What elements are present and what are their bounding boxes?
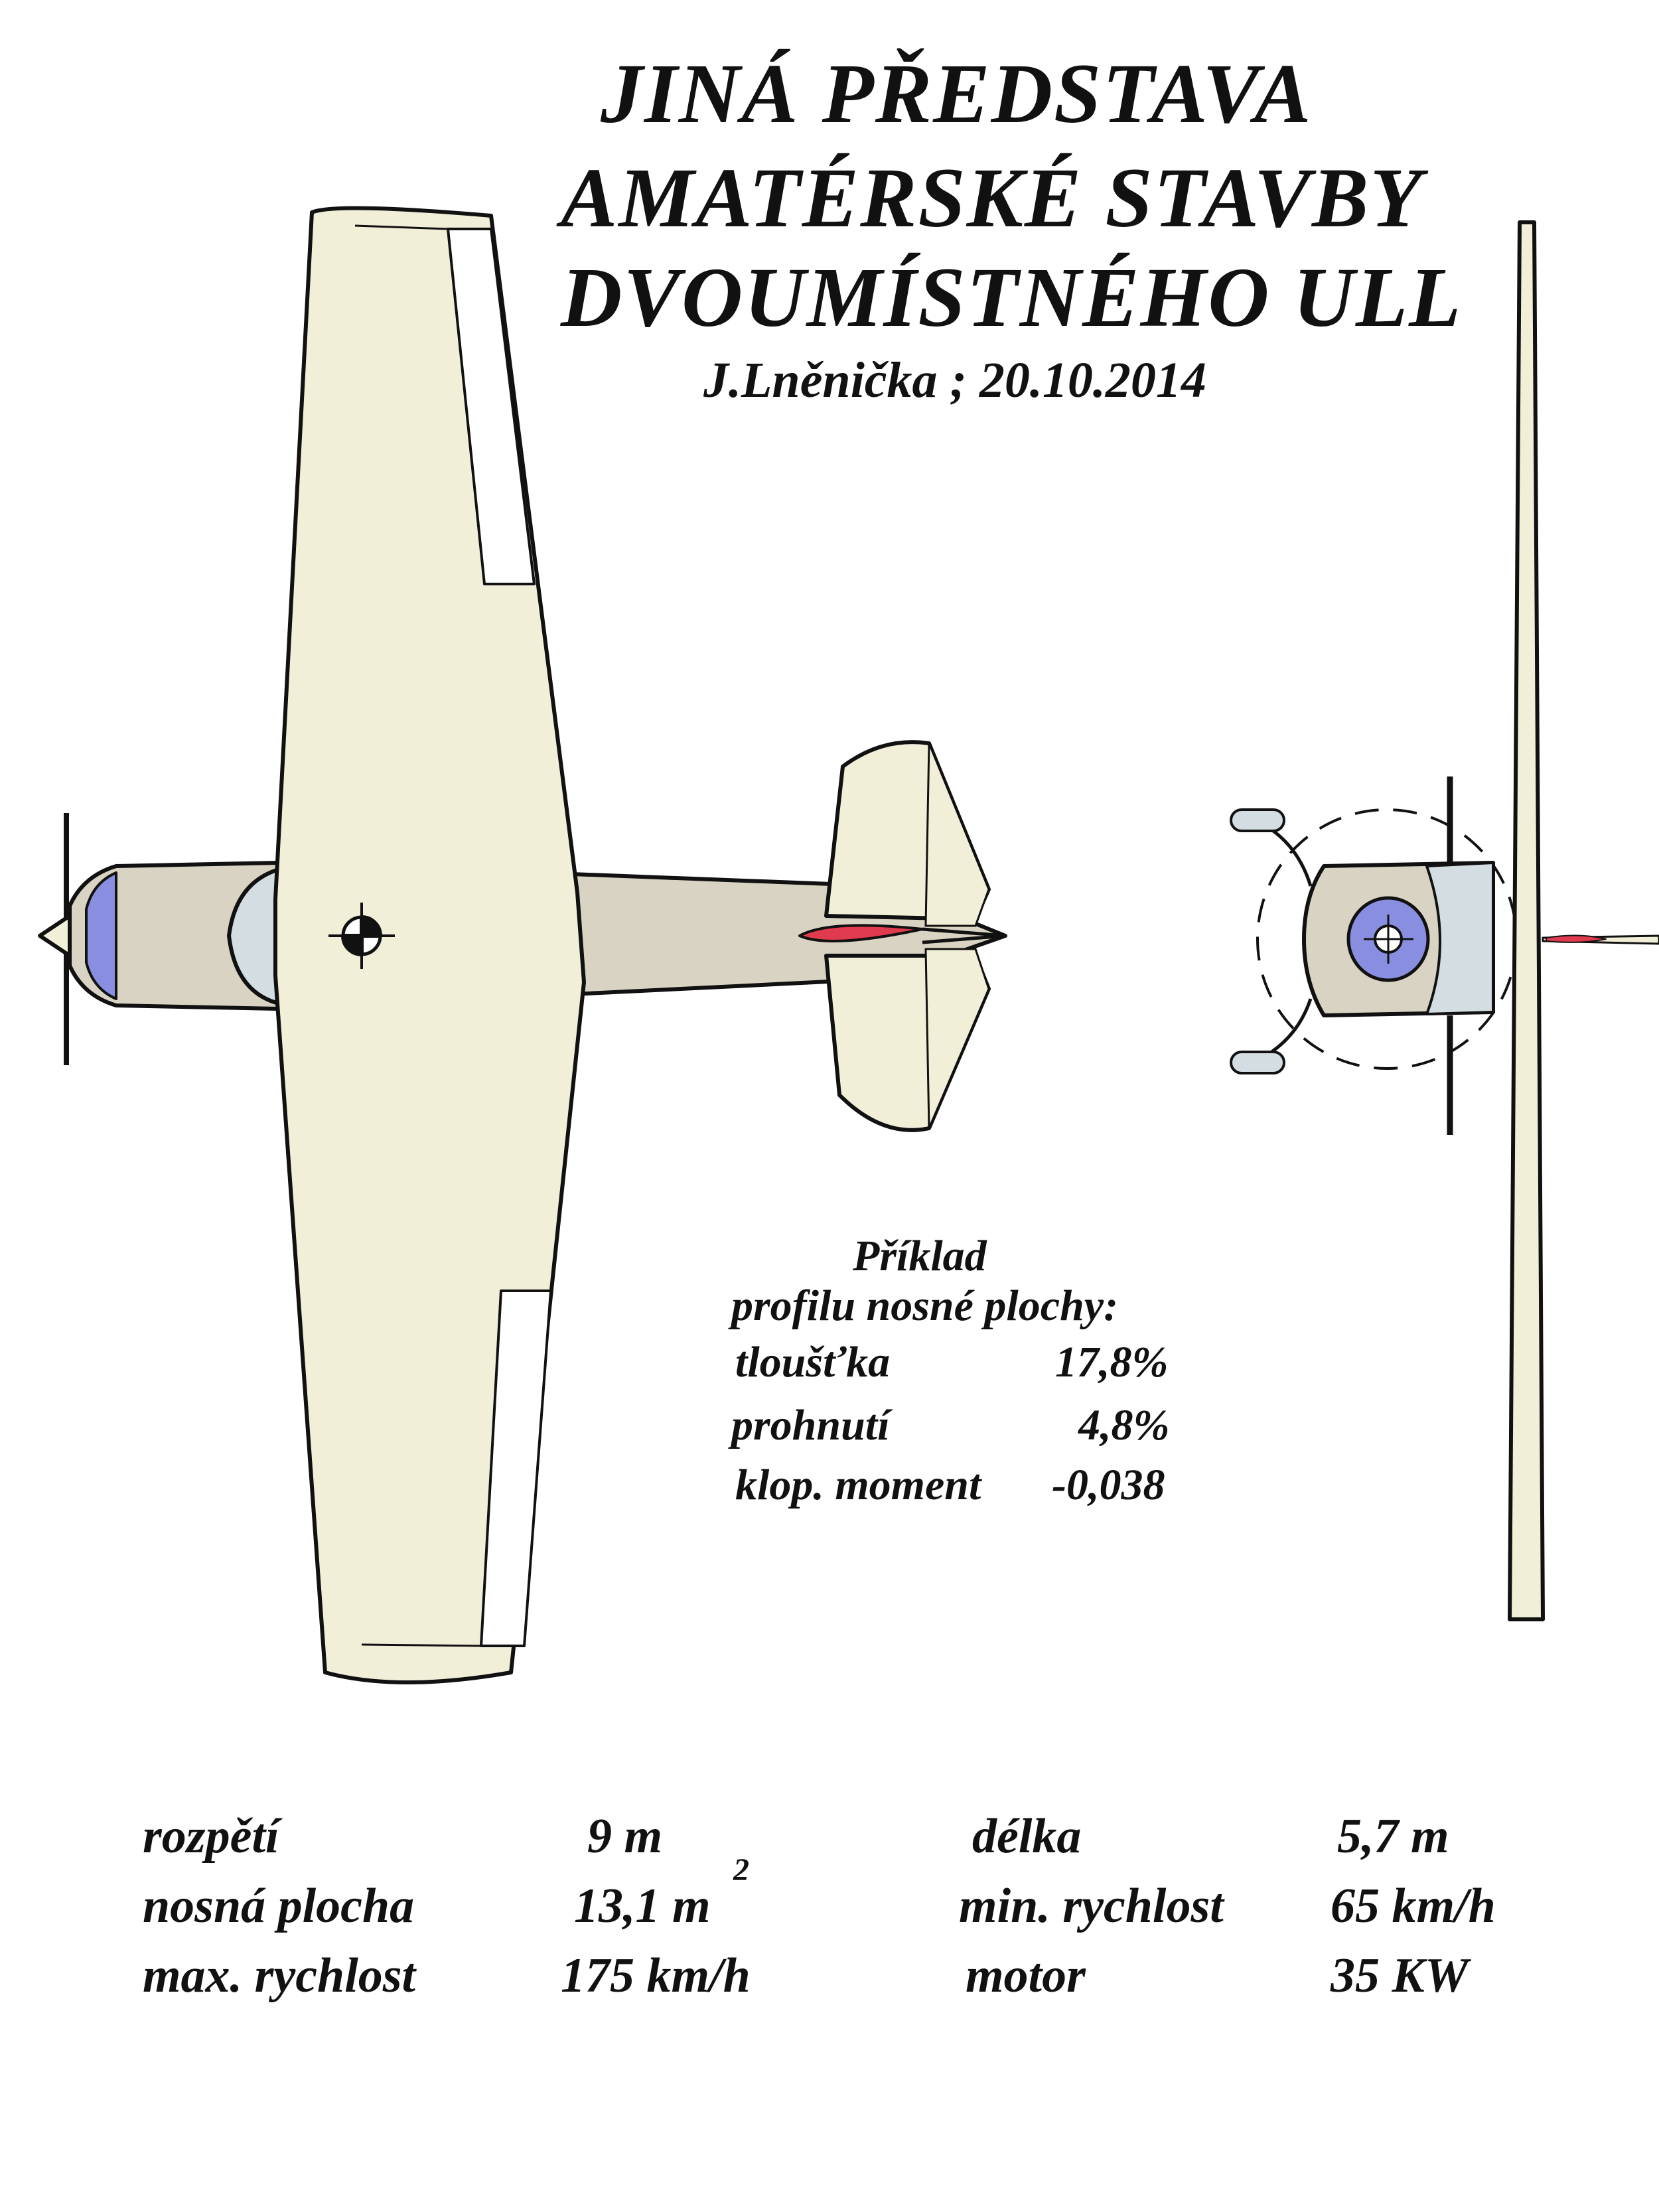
wing-tip-line — [361, 1643, 482, 1647]
spec-value-engine: 35 KW — [1331, 1949, 1469, 2003]
spec-value-length: 5,7 m — [1337, 1809, 1449, 1864]
profile-heading-1: Příklad — [853, 1232, 987, 1280]
tail-tip — [922, 934, 1006, 944]
elevator-upper — [924, 742, 990, 927]
profile-heading-2: profilu nosné plochy: — [731, 1282, 1119, 1330]
profile-value-moment: -0,038 — [1052, 1461, 1165, 1509]
elevator-lower — [924, 948, 990, 1130]
canopy — [227, 867, 281, 1005]
top-view — [38, 206, 1007, 1684]
tail-tip — [922, 927, 1006, 938]
front-cowling — [1425, 861, 1494, 1015]
aileron-lower — [480, 1290, 552, 1647]
spec-label-min-speed: min. rychlost — [959, 1879, 1224, 1933]
spec-label-area: nosná plocha — [143, 1879, 415, 1933]
aileron-upper — [447, 228, 536, 585]
spec-label-engine: motor — [966, 1949, 1086, 2003]
nose-cap — [85, 871, 117, 1000]
front-view — [1230, 220, 1659, 1621]
title-line-2: AMATÉRSKÉ STAVBY — [561, 151, 1423, 245]
spec-label-length: délka — [972, 1809, 1082, 1864]
spec-value-area: 13,1 m — [574, 1879, 711, 1933]
title-line-3: DVOUMÍSTNÉHO ULL — [561, 250, 1463, 344]
spec-value-max-speed: 175 km/h — [561, 1949, 751, 2003]
landing-gear-upper — [1260, 821, 1313, 887]
spec-value-min-speed: 65 km/h — [1331, 1879, 1496, 1933]
title-line-1: JINÁ PŘEDSTAVA — [601, 46, 1313, 141]
author-date: J.Lněnička ; 20.10.2014 — [703, 352, 1206, 408]
spec-label-span: rozpětí — [143, 1809, 279, 1864]
profile-value-camber: 4,8% — [1078, 1401, 1170, 1449]
landing-gear-lower — [1260, 998, 1313, 1061]
profile-label-camber: prohnutí — [731, 1401, 890, 1449]
spec-area-superscript: 2 — [733, 1852, 749, 1887]
wing-tip-line — [354, 224, 449, 230]
front-wing — [1508, 220, 1545, 1621]
profile-label-moment: klop. moment — [735, 1461, 981, 1509]
profile-value-thickness: 17,8% — [1055, 1338, 1169, 1386]
profile-label-thickness: tloušťka — [735, 1338, 891, 1386]
wheel-lower — [1230, 1051, 1285, 1074]
center-of-gravity-icon — [328, 903, 395, 969]
wheel-upper — [1230, 808, 1285, 832]
spec-label-max-speed: max. rychlost — [143, 1949, 416, 2003]
spinner — [38, 914, 72, 958]
spec-value-span: 9 m — [587, 1809, 663, 1864]
front-tail-red — [1546, 934, 1607, 943]
